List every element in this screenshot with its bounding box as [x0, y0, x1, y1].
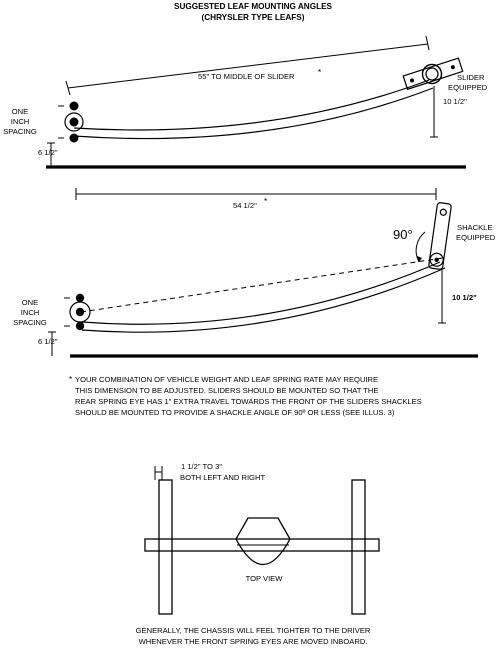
shackle-lower-eye: [429, 252, 444, 267]
figure-top-view: 1 1/2" TO 3" BOTH LEFT AND RIGHT TOP VIE…: [136, 462, 380, 646]
spacing-label-line-1: ONE: [22, 298, 38, 307]
length-dimension-tick-left: [65, 80, 71, 96]
top-view-caption-line-2: WHENEVER THE FRONT SPRING EYES ARE MOVED…: [139, 637, 368, 646]
shackle-upper-bolt: [439, 208, 447, 216]
frame-rail-right: [351, 479, 366, 615]
shackle-lower-bolt: [434, 257, 439, 262]
note-line-3: REAR SPRING EYE HAS 1" EXTRA TRAVEL TOWA…: [75, 397, 422, 406]
leaf-spring-upper: [73, 79, 430, 131]
shackle-assembly: [428, 202, 452, 270]
slider-bolt-left: [410, 78, 415, 83]
slider-label-line-1: SLIDER: [457, 73, 485, 82]
slider-bolt-right: [450, 65, 455, 70]
spacing-label-line-3: SPACING: [13, 318, 47, 327]
ground-clearance-label: 6 1/2": [38, 148, 58, 157]
slider-plate: [402, 57, 464, 91]
spacing-label-line-2: INCH: [21, 308, 40, 317]
diagram-title-line-2: (CHRYSLER TYPE LEAFS): [202, 13, 305, 22]
spacing-marker-bottom: [69, 133, 79, 143]
shackle-label-line-1: SHACKLE: [457, 223, 492, 232]
front-spring-eye-bushing: [75, 307, 85, 317]
top-view-caption-line-1: GENERALLY, THE CHASSIS WILL FEEL TIGHTER…: [136, 626, 371, 635]
length-dimension-asterisk: *: [264, 197, 268, 206]
spacing-marker-top: [69, 101, 79, 111]
note-line-4: SHOULD BE MOUNTED TO PROVIDE A SHACKLE A…: [75, 408, 395, 417]
slider-label-line-2: EQUIPPED: [448, 83, 488, 92]
slider-eye-inner: [425, 67, 439, 81]
spacing-label-line-3: SPACING: [3, 127, 37, 136]
spacing-label-line-1: ONE: [12, 107, 28, 116]
leaf-spring-lower: [73, 87, 434, 140]
front-spring-eye-bushing: [69, 117, 79, 127]
slider-height-label: 10 1/2": [443, 97, 467, 106]
shackle-link: [428, 202, 452, 270]
frame-rail-left: [158, 479, 173, 615]
length-dimension-line: [67, 43, 429, 89]
spacing-marker-bottom: [75, 321, 85, 331]
note-asterisk: *: [69, 375, 73, 384]
ground-clearance-label: 6 1/2": [38, 337, 58, 346]
leaf-spring-upper: [81, 261, 441, 325]
diagram-title-line-1: SUGGESTED LEAF MOUNTING ANGLES: [174, 2, 333, 11]
shackle-angle-arrowhead: [417, 256, 422, 262]
shackle-angle-label: 90°: [393, 227, 413, 242]
eye-to-shackle-dashed-line: [80, 257, 444, 313]
differential-housing: [235, 517, 291, 566]
note-line-1: YOUR COMBINATION OF VEHICLE WEIGHT AND L…: [75, 375, 378, 384]
slider-assembly: [402, 57, 464, 91]
figure-slider-equipped: 55" TO MIDDLE OF SLIDER * ONE INCH SPACI…: [3, 35, 488, 169]
length-dimension-asterisk: *: [318, 68, 322, 77]
inboard-dimension-label-line-1: 1 1/2" TO 3": [181, 462, 222, 471]
inboard-dimension-label-line-2: BOTH LEFT AND RIGHT: [180, 473, 265, 482]
leaf-spring-lower: [81, 267, 446, 333]
figure-shackle-equipped: 54 1/2" * ONE INCH SPACING 6 1/2" 90°: [13, 188, 496, 358]
length-dimension-label: 54 1/2": [233, 201, 257, 210]
spacing-marker-top: [75, 293, 85, 303]
top-view-label: TOP VIEW: [246, 574, 284, 583]
adjustment-note: * YOUR COMBINATION OF VEHICLE WEIGHT AND…: [69, 375, 422, 417]
shackle-angle-arc: [415, 231, 426, 263]
shackle-label-line-2: EQUIPPED: [456, 233, 496, 242]
rear-axle: [144, 538, 380, 552]
shackle-height-label: 10 1/2": [452, 293, 477, 302]
note-line-2: THIS DIMENSION TO BE ADJUSTED. SLIDERS S…: [75, 386, 378, 395]
length-dimension-tick-right: [425, 35, 430, 51]
front-spring-eye: [64, 112, 84, 132]
slider-eye-outer: [421, 63, 443, 85]
length-dimension-label: 55" TO MIDDLE OF SLIDER: [198, 72, 295, 81]
spacing-label-line-2: INCH: [11, 117, 30, 126]
